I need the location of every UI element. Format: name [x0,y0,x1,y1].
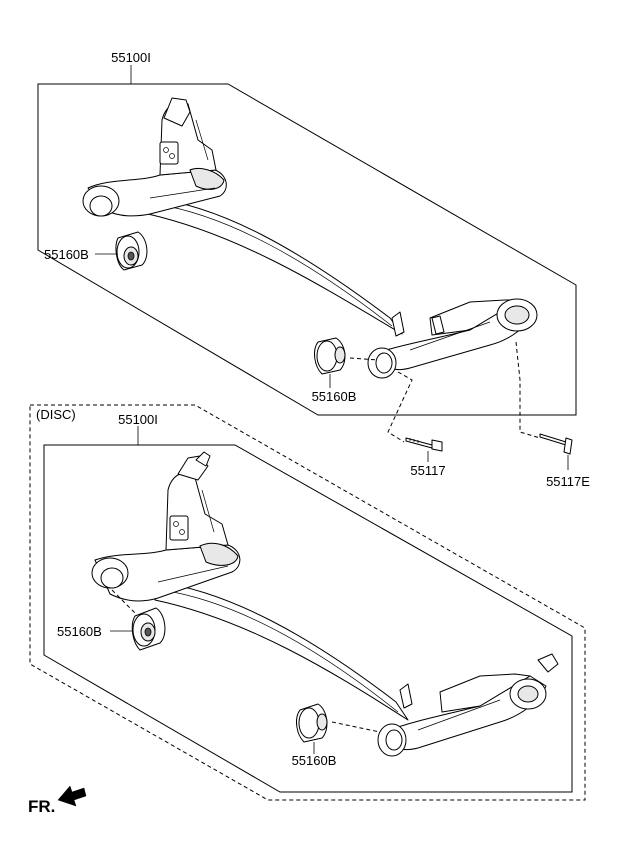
bolt-55117-label: 55117 [410,463,445,478]
bolt-55117-path [387,371,413,443]
top-assembly-frame [37,83,577,416]
bottom-right-bushing [296,703,328,743]
front-direction-marker: FR. [28,785,87,816]
bottom-assembly-frame [43,444,573,793]
bottom-left-bushing-label: 55160B [57,624,102,639]
top-axle-beam [82,97,538,379]
bottom-left-bushing [131,607,166,651]
top-assembly-label: 55100I [111,50,151,65]
top-left-bushing [115,231,148,271]
bottom-right-bushing-label: 55160B [292,753,337,768]
bottom-left-bushing-link [111,589,137,615]
bottom-bushing-to-eye-link [331,721,381,733]
bolt-55117E-label: 55117E [546,474,590,489]
top-right-bushing [314,337,346,375]
disc-variant-label: (DISC) [36,407,76,422]
front-marker-label: FR. [28,797,55,816]
top-right-bushing-label: 55160B [312,389,357,404]
bottom-axle-beam [91,451,559,757]
bolt-55117E [539,433,573,455]
top-bushing-to-eye-link [349,357,379,361]
arrow-front-left-icon [57,785,87,807]
top-left-bushing-label: 55160B [44,247,89,262]
bottom-assembly-label: 55100I [118,412,158,427]
bolt-55117E-path [515,341,541,439]
disc-variant: (DISC) 55100I [29,404,586,801]
disc-variant-dashed-frame [29,404,586,801]
top-assembly: 55100I [37,50,577,443]
bolt-55117 [405,437,443,452]
